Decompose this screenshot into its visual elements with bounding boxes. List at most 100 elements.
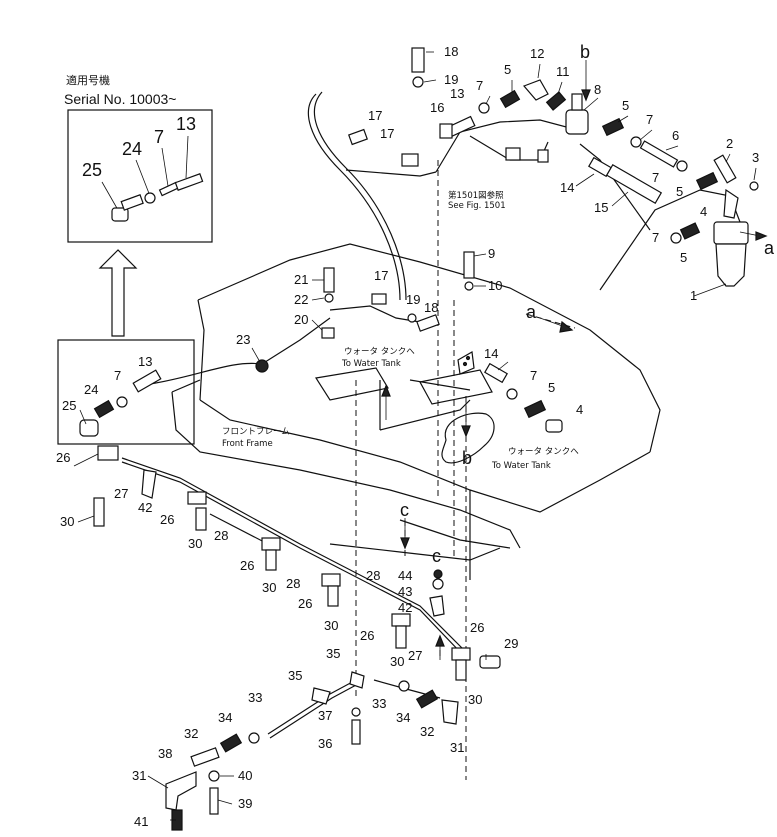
callout-23: 23 (236, 332, 250, 347)
callout-4a: 4 (700, 204, 707, 219)
callout-32b: 32 (420, 724, 434, 739)
inset-callout-24: 24 (122, 139, 142, 159)
fuel-filter-bowl (715, 243, 747, 287)
text-labels: 第1501図参照 See Fig. 1501 ウォータ タンクへ To Wate… (222, 190, 579, 471)
letter-b-mid: b (462, 448, 472, 468)
plug-part-30c (265, 549, 277, 571)
callout-28a: 28 (214, 528, 228, 543)
washer-part-7b (630, 136, 642, 148)
callout-1: 1 (690, 288, 697, 303)
electrical-connector-2 (537, 149, 549, 163)
callout-30c: 30 (262, 580, 276, 595)
callout-44: 44 (398, 568, 412, 583)
connector-part-24 (93, 399, 115, 419)
washer-part-19a (412, 76, 424, 88)
callout-19b: 19 (406, 292, 420, 307)
callout-24: 24 (84, 382, 98, 397)
callout-17a: 17 (368, 108, 382, 123)
callout-30f: 30 (468, 692, 482, 707)
callout-18a: 18 (444, 44, 458, 59)
callout-5a: 5 (504, 62, 511, 77)
plug-part-30d (327, 585, 339, 607)
callout-9: 9 (488, 246, 495, 261)
clamp-part-17b (401, 153, 419, 167)
valve-part-8 (565, 109, 589, 135)
connector-part-5b (601, 117, 625, 137)
parts-group (79, 47, 759, 831)
washer-part-7d (670, 232, 682, 244)
callout-26a: 26 (56, 450, 70, 465)
reference-letters: b a a b c c (400, 42, 775, 566)
clamp-part-17a (348, 128, 368, 146)
washer-part-7c (676, 160, 688, 172)
water-tank-jp-1: ウォータ タンクへ (344, 347, 415, 357)
callout-27a: 27 (114, 486, 128, 501)
callout-5c: 5 (676, 184, 683, 199)
callout-2: 2 (726, 136, 733, 151)
letter-c-bottom: c (432, 546, 441, 566)
elbow-part-31b (441, 699, 459, 725)
callout-22: 22 (294, 292, 308, 307)
fuel-lines (121, 91, 741, 739)
callout-17b: 17 (380, 126, 394, 141)
callout-39: 39 (238, 796, 252, 811)
callout-numbers: 18 19 7 5 12 11 8 13 16 17 17 5 7 6 2 3 … (56, 44, 759, 829)
callout-7a: 7 (476, 78, 483, 93)
callout-32a: 32 (184, 726, 198, 741)
callout-4b: 4 (576, 402, 583, 417)
bolt-part-9 (463, 251, 475, 279)
callout-31a: 31 (132, 768, 146, 783)
washer-part-7e (506, 388, 518, 400)
callout-30d: 30 (324, 618, 338, 633)
callout-19a: 19 (444, 72, 458, 87)
callout-15: 15 (594, 200, 608, 215)
inset-callout-13: 13 (176, 114, 196, 134)
washer-part-7a (478, 102, 490, 114)
fitting-part-29 (479, 655, 501, 669)
callout-35b: 35 (326, 646, 340, 661)
callout-41: 41 (134, 814, 148, 829)
pipe-part-6 (639, 140, 679, 168)
plug-part-30a (93, 497, 105, 527)
callout-26b: 26 (160, 512, 174, 527)
elbow-part-4 (723, 188, 739, 219)
callout-7c: 7 (652, 170, 659, 185)
bolt-part-18b (416, 314, 440, 332)
callout-20: 20 (294, 312, 308, 327)
elbow-part-31a (165, 771, 197, 811)
bolt-part-36 (351, 719, 361, 745)
valve-stem (571, 93, 583, 111)
callout-42b: 42 (398, 600, 412, 615)
washer-part-34a (248, 732, 260, 744)
connector-part-32b (415, 689, 439, 709)
sleeve-part-14b (484, 362, 508, 384)
plug-part-30f (455, 659, 467, 681)
connector-part-32a (219, 733, 243, 753)
washer-part-3 (749, 181, 759, 191)
grommet-part-23 (255, 359, 269, 373)
leader-lines (73, 63, 757, 821)
elbow-part-25 (79, 419, 99, 437)
callout-7d: 7 (652, 230, 659, 245)
clamp-part-20 (321, 327, 335, 339)
callout-28c: 28 (366, 568, 380, 583)
water-tank-en-2: To Water Tank (491, 461, 551, 471)
callout-14b: 14 (484, 346, 498, 361)
clamp-part-16 (439, 123, 453, 139)
callout-7b: 7 (646, 112, 653, 127)
electrical-connector (505, 147, 521, 161)
callout-5d: 5 (680, 250, 687, 265)
callout-16: 16 (430, 100, 444, 115)
callout-30b: 30 (188, 536, 202, 551)
callout-26c: 26 (240, 558, 254, 573)
callout-36: 36 (318, 736, 332, 751)
washer-part-10 (464, 281, 474, 291)
inset-serial: Serial No. 10003~ (64, 91, 176, 107)
washer-part-43 (432, 578, 444, 590)
front-frame-en: Front Frame (222, 439, 273, 449)
inset-hose-part (174, 173, 204, 191)
callout-35a: 35 (288, 668, 302, 683)
bolt-part-39 (209, 787, 219, 815)
tee-part-26c (261, 537, 281, 551)
callout-26f: 26 (470, 620, 484, 635)
